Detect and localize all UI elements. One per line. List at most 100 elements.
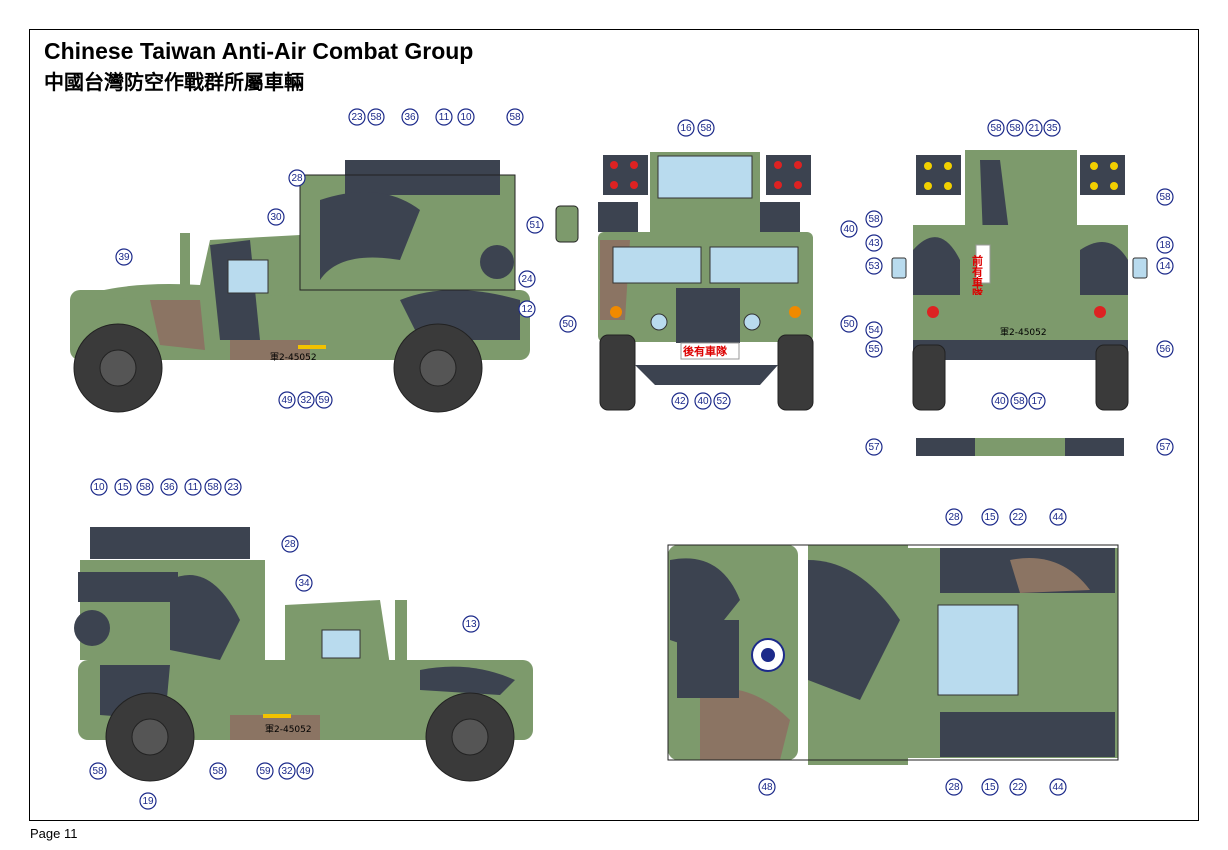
callout-circle [281, 535, 299, 553]
callout-circle [1010, 392, 1028, 410]
callout-front: 50 [840, 315, 858, 333]
callout-top: 28 [945, 508, 963, 526]
callout-circle [865, 210, 883, 228]
callout-top: 44 [1049, 508, 1067, 526]
callout-right-side: 59 [256, 762, 274, 780]
callout-top: 15 [981, 778, 999, 796]
callout-circle [1049, 508, 1067, 526]
callout-circle [89, 762, 107, 780]
callout-circle [256, 762, 274, 780]
callout-number: 54 [868, 325, 880, 336]
callout-circle [160, 478, 178, 496]
callout-number: 10 [93, 482, 105, 493]
front-view: 後有車隊 [555, 152, 814, 411]
callout-rear: 35 [1043, 119, 1061, 137]
callout-left-side: 24 [518, 270, 536, 288]
plate-number: 軍2-45052 [270, 352, 317, 363]
callout-top: 15 [981, 508, 999, 526]
callout-number: 22 [1012, 782, 1024, 793]
callout-circle [981, 508, 999, 526]
callout-number: 13 [465, 619, 477, 630]
callout-number: 44 [1052, 512, 1064, 523]
callout-circle [1009, 778, 1027, 796]
callout-left-side: 11 [435, 108, 453, 126]
callout-circle [865, 321, 883, 339]
callout-number: 58 [868, 214, 880, 225]
callout-number: 58 [1009, 123, 1021, 134]
callout-number: 58 [212, 766, 224, 777]
callout-number: 57 [1159, 442, 1171, 453]
callout-number: 58 [139, 482, 151, 493]
callout-circle [677, 119, 695, 137]
callout-number: 24 [521, 274, 533, 285]
callout-circle [114, 478, 132, 496]
callout-circle [559, 315, 577, 333]
callout-number: 17 [1031, 396, 1043, 407]
callout-number: 34 [298, 578, 310, 589]
callout-number: 28 [948, 512, 960, 523]
callout-front: 58 [697, 119, 715, 137]
callout-right-side: 58 [89, 762, 107, 780]
callout-circle [184, 478, 202, 496]
callout-number: 51 [529, 220, 541, 231]
callout-number: 44 [1052, 782, 1064, 793]
callout-number: 58 [370, 112, 382, 123]
callout-circle [1156, 438, 1174, 456]
callout-top: 22 [1009, 778, 1027, 796]
callout-left-side: 58 [506, 108, 524, 126]
callout-circle [518, 270, 536, 288]
callout-circle [115, 248, 133, 266]
callout-number: 57 [868, 442, 880, 453]
callout-circle [401, 108, 419, 126]
callout-front: 40 [694, 392, 712, 410]
callout-right-side: 19 [139, 792, 157, 810]
callout-left-side: 36 [401, 108, 419, 126]
callout-front: 16 [677, 119, 695, 137]
callout-circle [278, 391, 296, 409]
callout-number: 58 [1159, 192, 1171, 203]
callout-right-side: 13 [462, 615, 480, 633]
callout-right-side: 49 [296, 762, 314, 780]
callout-number: 11 [188, 482, 199, 493]
callout-number: 58 [509, 112, 521, 123]
callout-number: 50 [843, 319, 855, 330]
callout-number: 15 [984, 782, 996, 793]
callout-circle [139, 792, 157, 810]
callout-circle [204, 478, 222, 496]
callout-number: 32 [281, 766, 293, 777]
callout-rear: 14 [1156, 257, 1174, 275]
callout-rear: 57 [865, 438, 883, 456]
page-number: Page 11 [30, 826, 78, 841]
callout-number: 14 [1159, 261, 1171, 272]
callout-right-side: 58 [204, 478, 222, 496]
callout-front: 50 [559, 315, 577, 333]
callout-rear: 58 [865, 210, 883, 228]
callout-rear: 58 [1156, 188, 1174, 206]
callout-number: 59 [259, 766, 271, 777]
callout-right-side: 58 [136, 478, 154, 496]
callout-circle [1049, 778, 1067, 796]
callout-left-side: 32 [297, 391, 315, 409]
left-side-view: 軍2-45052 [70, 160, 530, 413]
callout-circle [713, 392, 731, 410]
callout-circle [267, 208, 285, 226]
callout-number: 58 [1013, 396, 1025, 407]
callout-rear: 21 [1025, 119, 1043, 137]
callout-circle [697, 119, 715, 137]
callout-number: 18 [1159, 240, 1171, 251]
callout-right-side: 58 [209, 762, 227, 780]
callout-right-side: 34 [295, 574, 313, 592]
callout-left-side: 28 [288, 169, 306, 187]
callout-number: 49 [299, 766, 311, 777]
callout-rear: 58 [1010, 392, 1028, 410]
callout-number: 43 [868, 238, 880, 249]
callout-circle [518, 300, 536, 318]
callout-circle [865, 234, 883, 252]
callout-circle [462, 615, 480, 633]
callout-top: 48 [758, 778, 776, 796]
callout-circle [840, 315, 858, 333]
callout-circle [526, 216, 544, 234]
page-title: Chinese Taiwan Anti-Air Combat Group [44, 38, 474, 64]
callout-circle [1156, 236, 1174, 254]
callout-circle [209, 762, 227, 780]
